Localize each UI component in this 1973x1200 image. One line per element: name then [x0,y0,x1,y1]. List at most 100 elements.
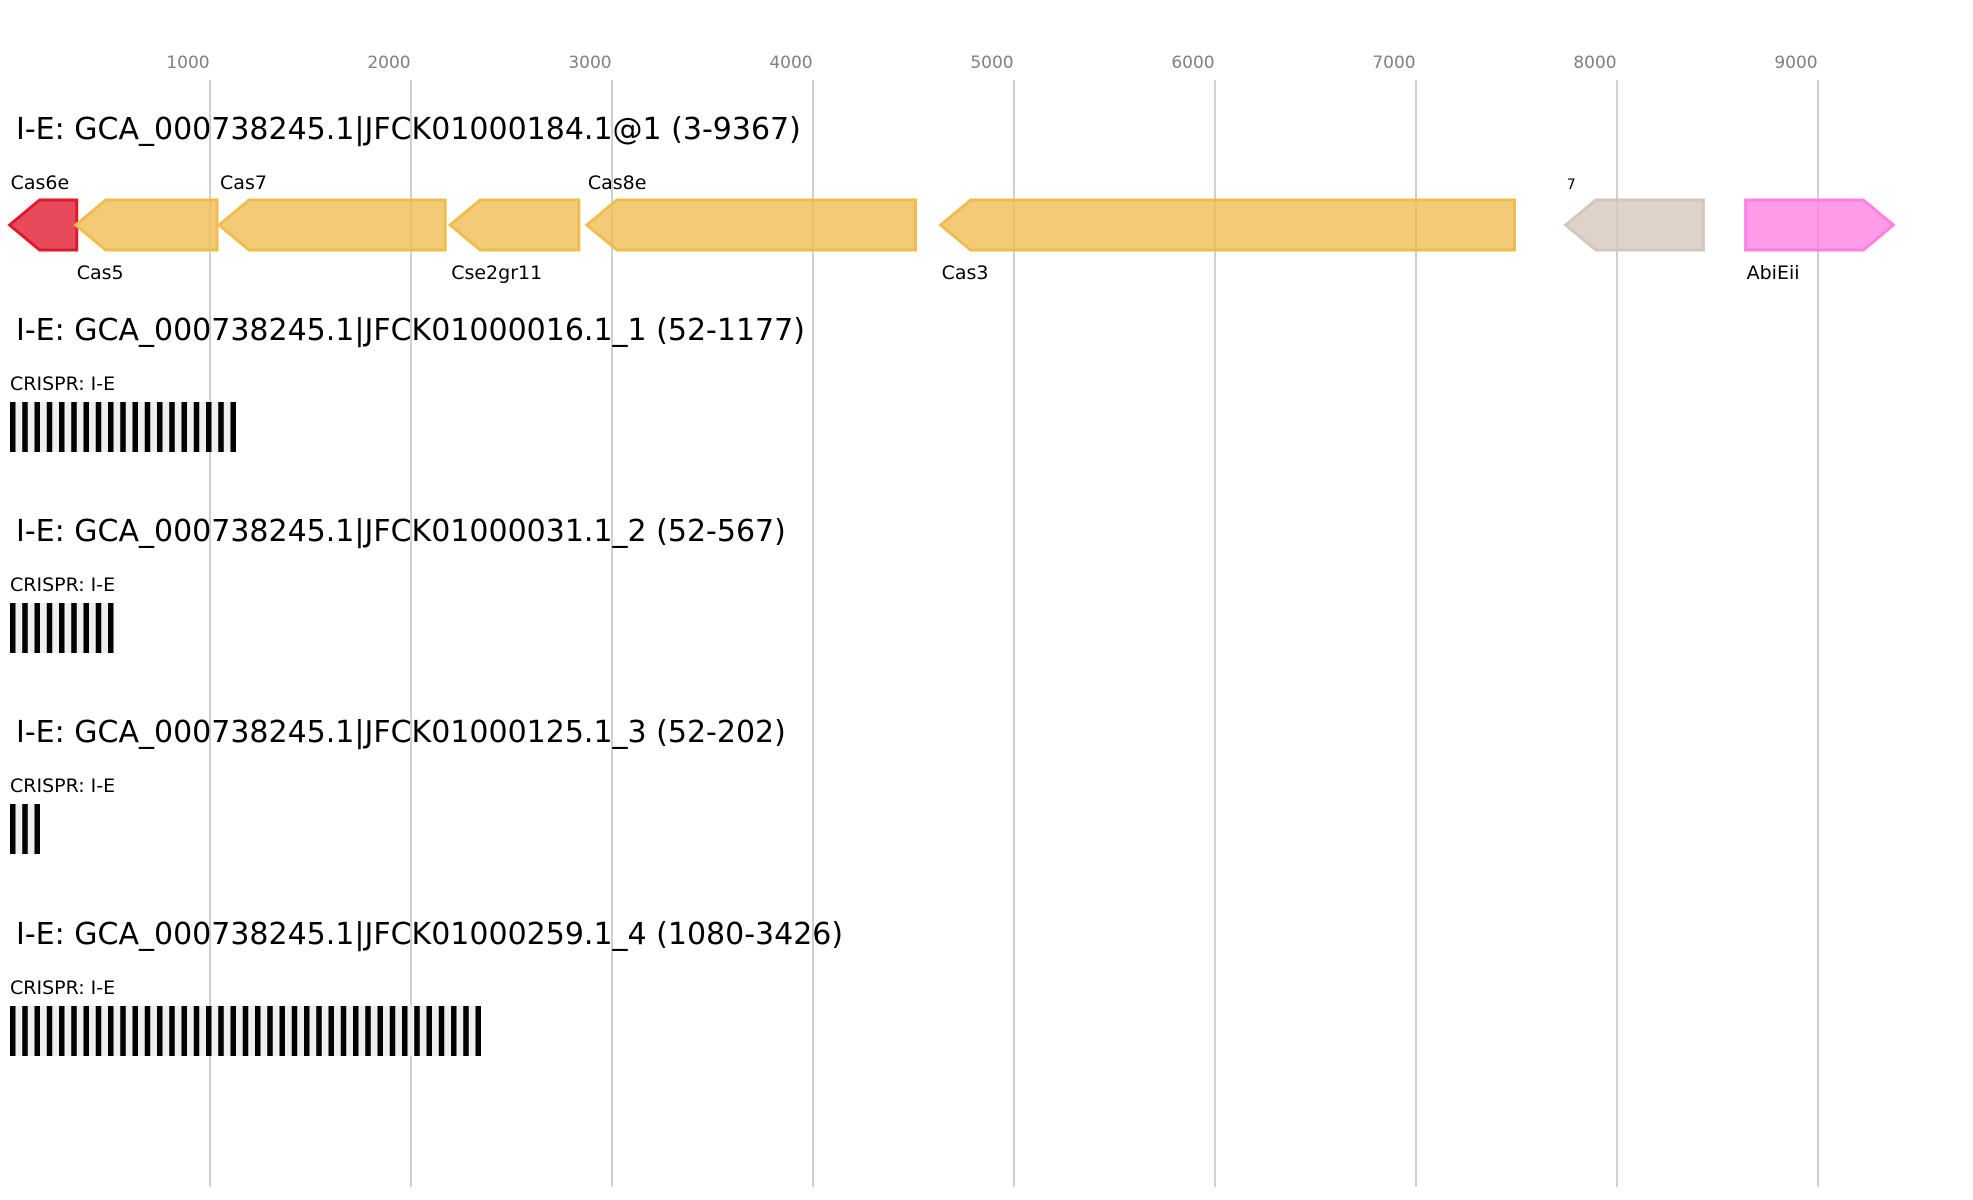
crispr-repeat[interactable] [206,1006,212,1056]
gridlines [209,80,1819,1187]
crispr-repeat[interactable] [353,1006,359,1056]
crispr-repeat[interactable] [108,402,114,452]
gene-abieii[interactable] [1744,198,1896,252]
crispr-repeat[interactable] [46,603,53,653]
array-title: I-E: GCA_000738245.1|JFCK01000259.1_4 (1… [16,917,843,952]
crispr-repeat[interactable] [402,1006,408,1056]
crispr-repeat[interactable] [181,402,188,452]
crispr-repeat[interactable] [34,603,41,653]
crispr-repeat[interactable] [242,1006,249,1056]
gene-cas6e[interactable] [7,198,79,252]
crispr-repeat[interactable] [108,1006,114,1056]
gene-cas8e[interactable] [584,198,918,252]
crispr-repeat[interactable] [328,1006,335,1056]
crispr-repeat[interactable] [10,402,16,452]
crispr-repeat[interactable] [463,1006,469,1056]
crispr-repeat[interactable] [83,402,90,452]
gene-label: AbiEii [1747,262,1800,284]
tick-label: 1000 [166,53,209,73]
array-label: CRISPR: I-E [10,373,115,395]
crispr-repeat[interactable] [365,1006,371,1056]
crispr-repeat[interactable] [59,402,65,452]
gene-label: Cas3 [942,262,989,284]
crispr-repeat[interactable] [144,1006,151,1056]
crispr-repeat[interactable] [10,603,16,653]
crispr-repeat[interactable] [230,1006,237,1056]
crispr-repeat[interactable] [71,603,77,653]
crispr-array-section: I-E: GCA_000738245.1|JFCK01000125.1_3 (5… [10,715,786,854]
crispr-repeat[interactable] [438,1006,445,1056]
crispr-repeat[interactable] [230,402,237,452]
crispr-repeat[interactable] [108,603,114,653]
crispr-repeat[interactable] [181,1006,188,1056]
crispr-repeat[interactable] [22,1006,28,1056]
crispr-repeat[interactable] [267,1006,273,1056]
crispr-repeat[interactable] [451,1006,457,1056]
crispr-array-section: I-E: GCA_000738245.1|JFCK01000016.1_1 (5… [10,313,805,452]
crispr-repeat[interactable] [389,1006,396,1056]
crispr-repeat[interactable] [120,402,126,452]
crispr-repeat[interactable] [193,1006,200,1056]
crispr-arrays: I-E: GCA_000738245.1|JFCK01000016.1_1 (5… [10,313,843,1056]
crispr-repeat[interactable] [34,804,41,854]
crispr-repeat[interactable] [157,402,163,452]
crispr-repeat[interactable] [10,1006,16,1056]
crispr-repeat[interactable] [71,1006,77,1056]
crispr-repeat[interactable] [157,1006,163,1056]
crispr-repeat[interactable] [22,402,28,452]
gene-label: Cas6e [11,172,70,194]
crispr-repeat[interactable] [340,1006,347,1056]
crispr-repeat[interactable] [426,1006,433,1056]
crispr-repeat[interactable] [95,402,102,452]
array-label: CRISPR: I-E [10,977,115,999]
crispr-repeat[interactable] [377,1006,384,1056]
crispr-repeat[interactable] [46,1006,53,1056]
crispr-repeat[interactable] [22,603,28,653]
crispr-repeat[interactable] [83,1006,90,1056]
crispr-repeat[interactable] [414,1006,420,1056]
crispr-repeat[interactable] [59,603,65,653]
crispr-repeat[interactable] [218,1006,224,1056]
crispr-repeat[interactable] [279,1006,286,1056]
tick-label: 5000 [970,53,1013,73]
crispr-repeat[interactable] [218,402,224,452]
crispr-repeat[interactable] [83,603,90,653]
crispr-repeat[interactable] [95,603,102,653]
gene-unknown-7[interactable] [1563,198,1705,252]
crispr-repeat[interactable] [120,1006,126,1056]
crispr-repeat[interactable] [95,1006,102,1056]
array-label: CRISPR: I-E [10,574,115,596]
gene-cse2gr11[interactable] [447,198,581,252]
crispr-repeat[interactable] [59,1006,65,1056]
tick-label: 2000 [367,53,410,73]
crispr-repeat[interactable] [304,1006,310,1056]
crispr-repeat[interactable] [291,1006,298,1056]
gene-label: 7 [1567,177,1576,193]
crispr-repeat[interactable] [144,402,151,452]
gene-cas3[interactable] [938,198,1516,252]
crispr-repeat[interactable] [206,402,212,452]
crispr-repeat[interactable] [169,402,175,452]
crispr-repeat[interactable] [71,402,77,452]
crispr-repeat[interactable] [132,1006,139,1056]
gene-cas5[interactable] [73,198,219,252]
tick-label: 6000 [1171,53,1214,73]
tick-label: 3000 [568,53,611,73]
gene-label: Cse2gr11 [451,262,542,284]
crispr-repeat[interactable] [169,1006,175,1056]
crispr-repeat[interactable] [34,402,41,452]
crispr-repeat[interactable] [22,804,28,854]
crispr-repeat[interactable] [10,804,16,854]
crispr-repeat[interactable] [255,1006,261,1056]
gene-cas7[interactable] [216,198,447,252]
crispr-repeat[interactable] [132,402,139,452]
crispr-repeat[interactable] [316,1006,322,1056]
crispr-repeat[interactable] [46,402,53,452]
crispr-array-section: I-E: GCA_000738245.1|JFCK01000259.1_4 (1… [10,917,843,1056]
crispr-repeat[interactable] [193,402,200,452]
crispr-repeat[interactable] [34,1006,41,1056]
crispr-repeat[interactable] [475,1006,482,1056]
